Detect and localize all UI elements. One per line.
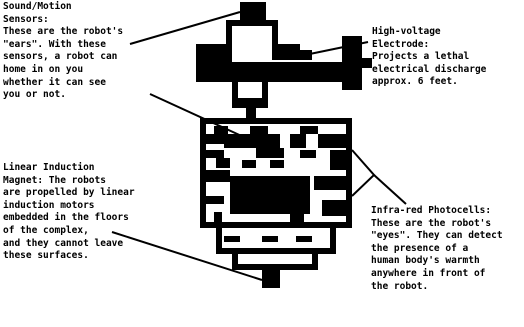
robot-body <box>200 118 352 124</box>
label-sound-motion-sensors: Sound/Motion Sensors: These are the robo… <box>3 1 123 102</box>
label-line: Magnet: The robots <box>3 175 135 188</box>
label-line: Electrode: <box>372 39 486 52</box>
label-line: the presence of a <box>371 243 503 256</box>
label-line: these surfaces. <box>3 250 135 263</box>
label-line: sensors, a robot can <box>3 51 123 64</box>
pointer-sensors <box>130 12 240 44</box>
label-line: embedded in the floors <box>3 212 135 225</box>
label-line: Projects a lethal <box>372 51 486 64</box>
label-line: approx. 6 feet. <box>372 76 486 89</box>
label-line: are propelled by linear <box>3 187 135 200</box>
label-linear-induction-magnet: Linear Induction Magnet: The robots are … <box>3 162 135 263</box>
label-title: Sound/Motion <box>3 1 123 14</box>
label-line: anywhere in front of <box>371 268 503 281</box>
label-line: human body's warmth <box>371 255 503 268</box>
robot-antenna <box>240 2 266 22</box>
label-line: the robot. <box>371 281 503 294</box>
label-line: "eyes". They can detect <box>371 230 503 243</box>
label-title: Linear Induction <box>3 162 135 175</box>
label-title: High-voltage <box>372 26 486 39</box>
label-line: of the complex, <box>3 225 135 238</box>
label-line: you or not. <box>3 89 123 102</box>
label-line: These are the robot's <box>371 218 503 231</box>
pointer-photocells <box>352 150 374 196</box>
label-line: "ears". With these <box>3 39 123 52</box>
electrode-tip <box>362 58 372 68</box>
label-infra-red-photocells: Infra-red Photocells: These are the robo… <box>371 205 503 293</box>
label-line: and they cannot leave <box>3 238 135 251</box>
robot-head-top <box>226 20 278 26</box>
pointer-sensors-body <box>150 94 246 138</box>
label-line: whether it can see <box>3 77 123 90</box>
label-title: Infra-red Photocells: <box>371 205 503 218</box>
label-line: home in on you <box>3 64 123 77</box>
label-high-voltage-electrode: High-voltage Electrode: Projects a letha… <box>372 26 486 89</box>
label-line: induction motors <box>3 200 135 213</box>
label-line: These are the robot's <box>3 26 123 39</box>
label-line: electrical discharge <box>372 64 486 77</box>
label-line: Sensors: <box>3 14 123 27</box>
robot-figure <box>196 2 372 288</box>
magnet-foot <box>262 270 280 288</box>
